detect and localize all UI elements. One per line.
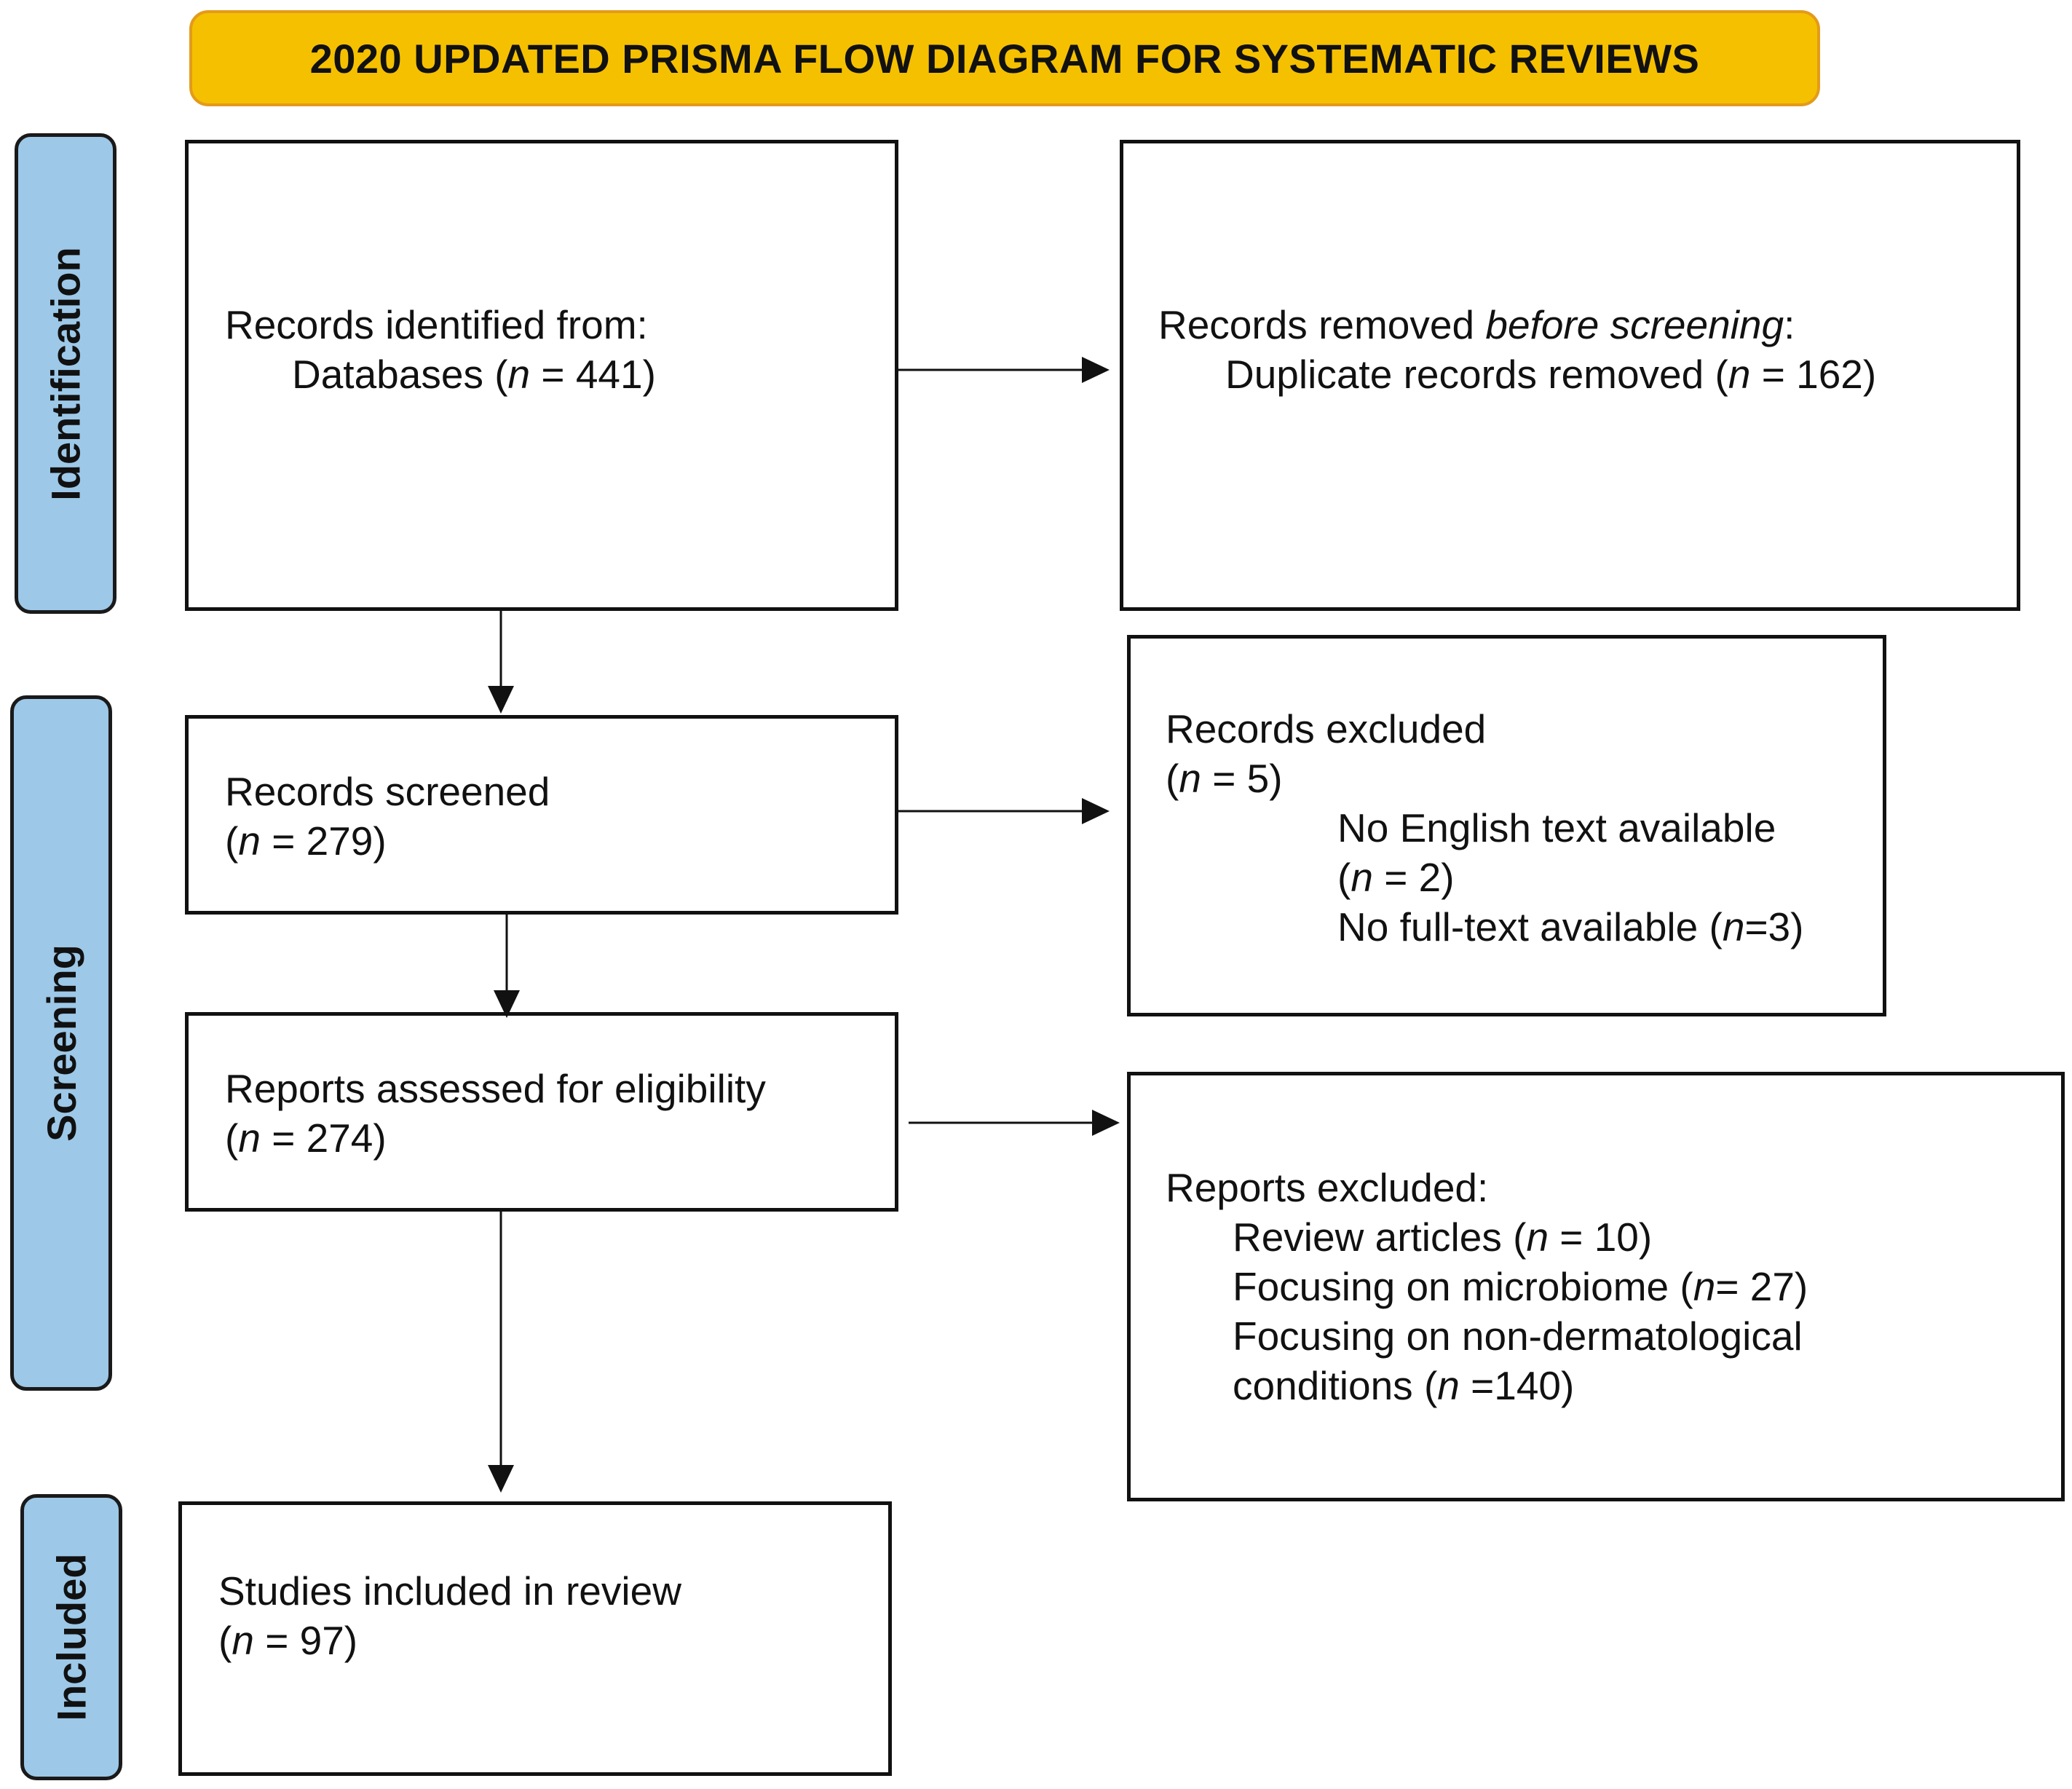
records-excluded-heading: Records excluded — [1166, 706, 1487, 751]
reports-excluded-microbiome: Focusing on microbiome (n= 27) — [1233, 1264, 1808, 1309]
reports-excluded-heading: Reports excluded: — [1166, 1165, 1489, 1210]
records-identified-heading: Records identified from: — [225, 302, 648, 347]
records-removed-heading: Records removed before screening: — [1158, 302, 1795, 347]
reports-excluded-box: Reports excluded: Review articles (n = 1… — [1127, 1072, 2065, 1501]
records-screened-heading: Records screened — [225, 769, 550, 814]
records-screened-count: (n = 279) — [225, 818, 387, 864]
stage-screening: Screening — [10, 695, 112, 1391]
reports-excluded-nondermatological: Focusing on non-dermatological — [1233, 1314, 1803, 1359]
records-identified-databases: Databases (n = 441) — [292, 352, 656, 397]
records-excluded-reason-english-count: (n = 2) — [1337, 855, 1455, 900]
studies-included-heading: Studies included in review — [218, 1568, 681, 1614]
records-removed-box: Records removed before screening: Duplic… — [1120, 140, 2020, 611]
reports-assessed-heading: Reports assessed for eligibility — [225, 1066, 766, 1111]
arrowhead-screened-to-assessed — [494, 990, 520, 1018]
arrowhead-identified-to-screened — [488, 686, 514, 714]
records-screened-box: Records screened (n = 279) — [185, 715, 898, 915]
duplicate-records-removed: Duplicate records removed (n = 162) — [1225, 352, 1877, 397]
stage-included: Included — [20, 1494, 122, 1780]
reports-excluded-nondermatological-count: conditions (n =140) — [1233, 1363, 1575, 1408]
studies-included-box: Studies included in review (n = 97) — [178, 1501, 892, 1776]
records-excluded-box: Records excluded (n = 5) No English text… — [1127, 635, 1886, 1016]
records-excluded-reason-fulltext: No full-text available (n=3) — [1337, 904, 1804, 949]
arrowhead-assessed-to-reports-excluded — [1092, 1110, 1120, 1136]
diagram-title-banner: 2020 UPDATED PRISMA FLOW DIAGRAM FOR SYS… — [189, 10, 1820, 106]
reports-assessed-count: (n = 274) — [225, 1115, 387, 1161]
arrowhead-identified-to-removed — [1082, 357, 1110, 383]
reports-assessed-box: Reports assessed for eligibility (n = 27… — [185, 1012, 898, 1212]
records-excluded-reason-english: No English text available — [1337, 805, 1776, 850]
studies-included-count: (n = 97) — [218, 1618, 358, 1663]
records-excluded-count: (n = 5) — [1166, 756, 1283, 801]
reports-excluded-review-articles: Review articles (n = 10) — [1233, 1215, 1653, 1260]
records-identified-box: Records identified from: Databases (n = … — [185, 140, 898, 611]
arrowhead-assessed-to-included — [488, 1465, 514, 1493]
stage-identification: Identification — [15, 133, 116, 614]
diagram-title: 2020 UPDATED PRISMA FLOW DIAGRAM FOR SYS… — [309, 35, 1700, 82]
arrowhead-screened-to-excluded — [1082, 798, 1110, 824]
